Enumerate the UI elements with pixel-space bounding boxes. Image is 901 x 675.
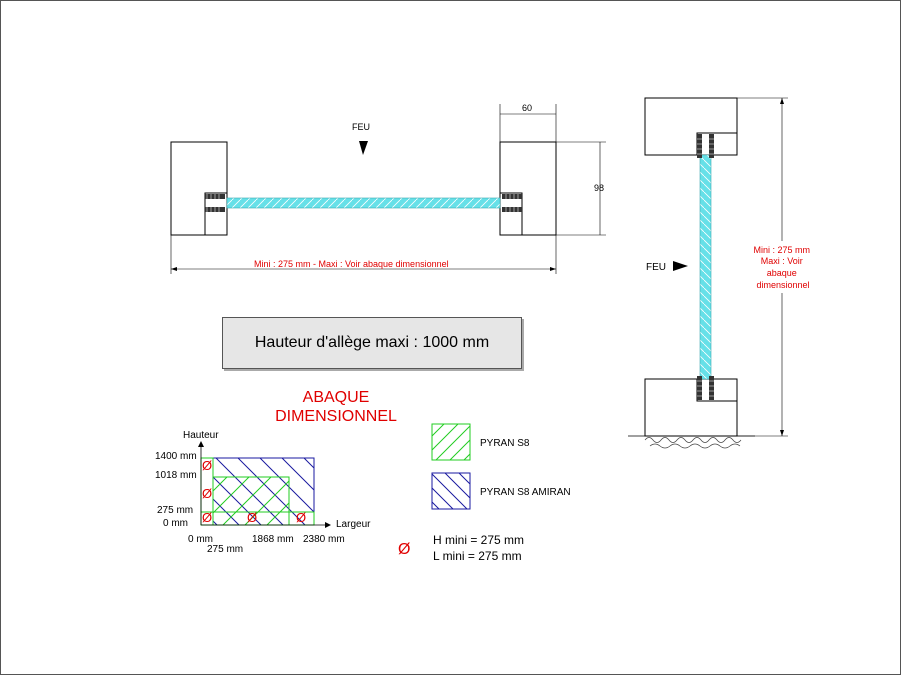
section-view: FEU Mini : 275 mm Maxi : Voir abaque dim…	[628, 97, 818, 449]
y-tick-1018: 1018 mm	[155, 470, 197, 481]
elevation-fire-label: FEU	[352, 122, 370, 132]
span-text: Mini : 275 mm - Maxi : Voir abaque dimen…	[254, 259, 449, 269]
y-axis-label: Hauteur	[183, 430, 219, 441]
head-gasket	[697, 134, 714, 158]
no-go-symbol-icon: Ø	[247, 510, 257, 525]
no-go-symbol-icon: Ø	[202, 458, 212, 473]
x-tick-275: 275 mm	[207, 544, 243, 555]
abaque-title-line-2: DIMENSIONNEL	[275, 408, 397, 425]
legend-swatch-pyran-s8-amiran	[431, 472, 471, 510]
dimension-span: Mini : 275 mm - Maxi : Voir abaque dimen…	[170, 235, 557, 274]
section-span-line-2: Maxi : Voir	[761, 256, 803, 266]
legend-label-pyran-s8-amiran: PYRAN S8 AMIRAN	[480, 487, 571, 498]
glass-pane	[226, 197, 501, 209]
abaque-chart: Hauteur Largeur 1400 mm 1018 mm 275 mm 0…	[155, 430, 371, 555]
head-frame-rebate	[696, 132, 738, 156]
sill-frame-rebate	[696, 378, 738, 402]
x-axis-arrow-icon	[325, 522, 331, 528]
dimension-width-value: 60	[522, 103, 532, 113]
section-fire-arrow-icon	[673, 261, 688, 271]
left-gasket	[205, 194, 225, 212]
x-tick-2380: 2380 mm	[303, 534, 345, 545]
sill-height-box: Hauteur d'allège maxi : 1000 mm	[222, 317, 522, 369]
no-go-symbol-icon: Ø	[202, 510, 212, 525]
abaque-title-line-1: ABAQUE	[302, 389, 370, 406]
section-glass-pane	[699, 154, 712, 380]
ground-hatch	[628, 435, 755, 449]
legend: PYRAN S8 PYRAN S8 AMIRAN Ø H mini = 275 …	[398, 423, 571, 563]
dimension-width: 60	[499, 103, 557, 142]
legend-no-go-symbol-icon: Ø	[398, 541, 410, 558]
x-tick-0: 0 mm	[188, 534, 213, 545]
right-frame-rebate	[499, 192, 523, 236]
dimension-height: 98	[556, 141, 606, 236]
section-span-text: Mini : 275 mm Maxi : Voir abaque dimensi…	[753, 245, 812, 290]
left-frame-rebate	[204, 192, 228, 236]
sill-height-text: Hauteur d'allège maxi : 1000 mm	[254, 334, 490, 351]
sill-gasket	[697, 376, 714, 400]
no-go-symbol-icon: Ø	[202, 486, 212, 501]
no-go-symbol-icon: Ø	[296, 510, 306, 525]
legend-label-pyran-s8: PYRAN S8	[480, 438, 530, 449]
x-tick-1868: 1868 mm	[252, 534, 294, 545]
section-fire-label: FEU	[646, 262, 666, 273]
s8-region	[212, 476, 290, 526]
legend-l-min: L mini = 275 mm	[433, 549, 522, 563]
right-gasket	[502, 194, 522, 212]
section-span-line-4: dimensionnel	[756, 280, 809, 290]
abaque-title: ABAQUE DIMENSIONNEL	[268, 388, 404, 426]
section-span-line-1: Mini : 275 mm	[753, 245, 810, 255]
y-tick-275: 275 mm	[157, 505, 193, 516]
section-span-line-3: abaque	[767, 268, 797, 278]
y-axis-arrow-icon	[198, 441, 204, 447]
elevation-view: FEU 60 98 Mini : 275 mm - Maxi : Voir ab…	[170, 103, 606, 274]
x-axis-label: Largeur	[336, 519, 371, 530]
y-tick-1400: 1400 mm	[155, 451, 197, 462]
legend-swatch-pyran-s8	[431, 423, 471, 461]
fire-direction-arrow-icon	[359, 141, 368, 155]
section-dimension: Mini : 275 mm Maxi : Voir abaque dimensi…	[737, 97, 818, 437]
legend-h-min: H mini = 275 mm	[433, 533, 524, 547]
dimension-height-value: 98	[594, 183, 604, 193]
y-tick-0: 0 mm	[163, 518, 188, 529]
